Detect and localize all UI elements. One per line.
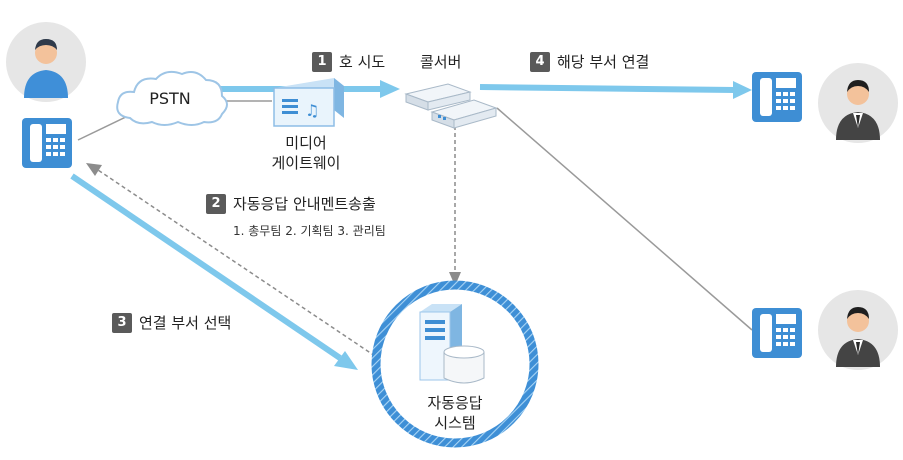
agent-phone-icon-bottom [752,308,802,358]
department-connect-arrow [479,84,736,93]
agent-phone-icon-top [752,72,802,122]
menu-options-text: 1. 총무팀 2. 기획팀 3. 관리팀 [233,224,386,238]
department-select-arrow [70,173,342,361]
caller-phone-icon [22,118,72,168]
media-gateway-label-line2: 게이트웨이 [271,154,341,172]
server-to-ars-arrowhead [449,272,461,286]
department-connect-arrowhead [733,81,752,99]
step-1-label: 1 호 시도 [312,51,385,72]
media-gateway-label: 미디어 게이트웨이 [256,133,356,173]
step-3-text: 연결 부서 선택 [139,314,232,332]
ars-system-label: 자동응답 시스템 [405,393,505,433]
agent-person-icon-top [818,63,898,143]
step-4-text: 해당 부서 연결 [557,53,650,71]
agent-person-icon-bottom [818,290,898,370]
call-server-icon [404,83,498,129]
ars-server-icon [419,304,485,384]
step-4-label: 4 해당 부서 연결 [530,51,649,72]
step-3-label: 3 연결 부서 선택 [112,312,231,333]
call-attempt-arrowhead [380,80,400,98]
step-3-badge: 3 [112,312,132,333]
ars-to-caller-arrowhead [86,163,102,176]
department-select-arrowhead [334,351,358,370]
svg-text:♫: ♫ [305,101,319,120]
ars-system-label-line2: 시스템 [434,414,476,432]
media-gateway-icon: ♫ [273,78,344,127]
server-to-lower-phone-line [496,107,753,331]
step-2-label: 2 자동응답 안내멘트송출 [206,193,376,214]
step-2-text: 자동응답 안내멘트송출 [233,195,376,213]
step-1-badge: 1 [312,51,332,72]
pstn-label: PSTN [149,89,191,108]
phone-to-pstn-line [77,114,131,141]
caller-person-icon [6,22,86,102]
media-gateway-label-line1: 미디어 [285,134,327,152]
step-1-text: 호 시도 [339,53,386,71]
step-2-badge: 2 [206,193,226,214]
ars-system-label-line1: 자동응답 [427,394,483,412]
step-4-badge: 4 [530,51,550,72]
pstn-cloud-icon [116,70,228,126]
call-server-label: 콜서버 [420,53,462,71]
